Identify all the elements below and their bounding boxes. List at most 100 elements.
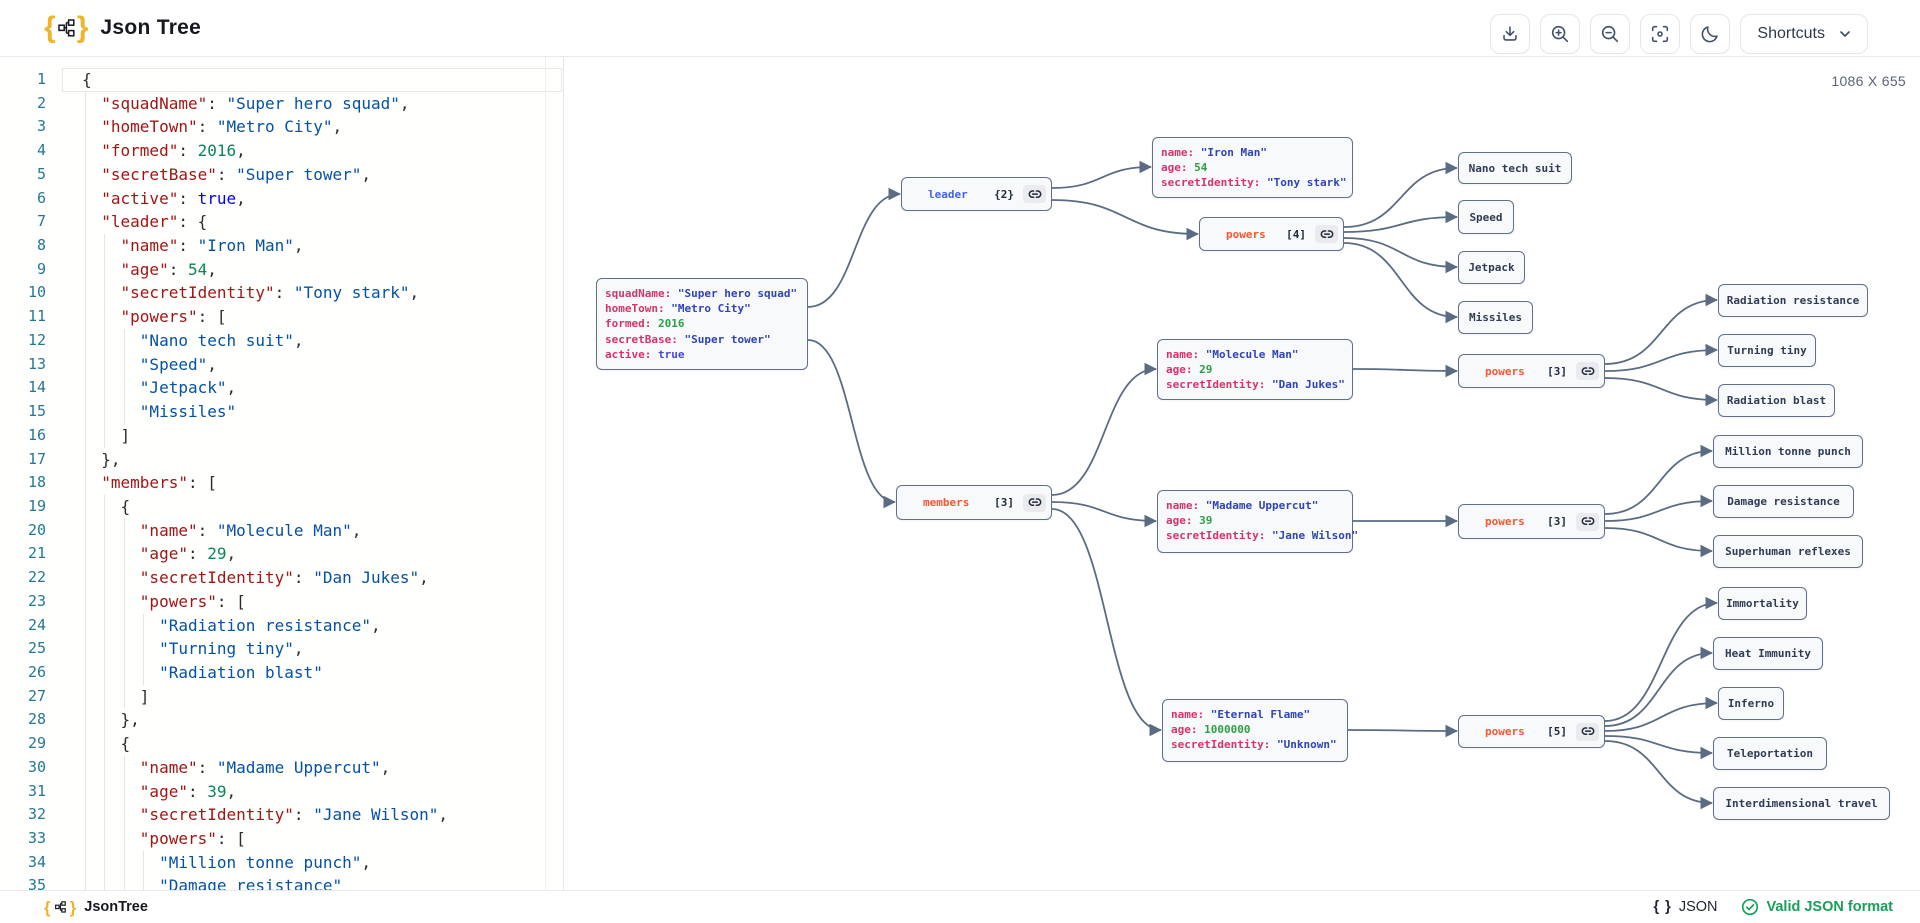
indent-guide-line <box>104 660 106 685</box>
indent-guide-line <box>85 423 86 448</box>
indent-guide-line <box>85 660 86 685</box>
node-row: secretIdentity: "Tony stark" <box>1161 176 1347 190</box>
editor-line: 17 }, <box>0 447 563 472</box>
indent-guide-line <box>85 494 86 519</box>
line-number: 17 <box>27 449 46 468</box>
node-leaf[interactable]: Turning tiny <box>1718 334 1816 367</box>
node-members[interactable]: members[3] <box>896 485 1052 520</box>
link-icon <box>1320 229 1333 238</box>
node-row: secretIdentity: "Unknown" <box>1171 738 1337 752</box>
json-editor[interactable]: 1{2 "squadName": "Super hero squad",3 "h… <box>0 57 563 890</box>
node-leaf[interactable]: Inferno <box>1718 687 1784 720</box>
node-leaf[interactable]: Radiation blast <box>1718 384 1835 417</box>
code-text: "formed": 2016, <box>101 141 246 161</box>
indent-guide-line <box>104 518 106 543</box>
indent-guide-line <box>104 328 106 353</box>
leaf-text: Turning tiny <box>1727 344 1807 357</box>
graph-edge <box>1343 210 1458 233</box>
node-leaf[interactable]: Speed <box>1458 200 1514 234</box>
node-leaf[interactable]: Million tonne punch <box>1713 435 1863 468</box>
graph-edge <box>1347 724 1458 738</box>
editor-line: 25 "Turning tiny", <box>0 637 563 661</box>
node-leaf[interactable]: Heat Immunity <box>1713 637 1823 670</box>
code-text: "secretBase": "Super tower", <box>101 164 371 184</box>
collapse-link-button[interactable] <box>1023 493 1046 512</box>
editor-line: 4 "formed": 2016, <box>0 139 563 163</box>
node-leaf[interactable]: Damage resistance <box>1713 485 1854 518</box>
indent-guide-line <box>104 850 106 875</box>
node-powers-molecule[interactable]: powers[3] <box>1458 354 1605 388</box>
line-number: 11 <box>27 307 46 326</box>
editor-line: 27 ] <box>0 684 563 709</box>
format-indicator[interactable]: { } JSON <box>1653 899 1717 915</box>
collapse-link-button[interactable] <box>1023 185 1046 203</box>
editor-line: 9 "age": 54, <box>0 257 563 282</box>
graph-edge <box>1604 377 1718 407</box>
shortcuts-dropdown[interactable]: Shortcuts <box>1740 14 1868 54</box>
leaf-text: Immortality <box>1726 597 1799 610</box>
editor-line: 35 "Damage resistance" <box>0 874 563 890</box>
indent-guide-line <box>85 257 86 282</box>
zoom-in-button[interactable] <box>1540 14 1581 54</box>
node-leaf[interactable]: Radiation resistance <box>1718 284 1868 317</box>
node-leaf[interactable]: Teleportation <box>1713 737 1827 770</box>
line-number: 29 <box>27 734 46 753</box>
line-number: 20 <box>27 520 46 539</box>
indent-guide-line <box>123 637 125 661</box>
indent-guide-line <box>85 234 86 258</box>
link-icon <box>1581 366 1594 375</box>
indent-guide-line <box>85 281 86 306</box>
indent-guide-line <box>85 589 86 614</box>
download-button[interactable] <box>1490 14 1531 54</box>
node-powers-leader[interactable]: powers[4] <box>1199 217 1344 251</box>
node-powers-madame[interactable]: powers[3] <box>1458 504 1605 539</box>
code-text: "secretIdentity": "Dan Jukes", <box>139 568 429 588</box>
line-number: 31 <box>27 781 46 800</box>
graph-canvas[interactable]: squadName: "Super hero squad"homeTown: "… <box>563 57 1920 890</box>
editor-line: 7 "leader": { <box>0 210 563 235</box>
focus-view-button[interactable] <box>1640 14 1681 54</box>
editor-line: 15 "Missiles" <box>0 400 563 424</box>
indent-guide-line <box>85 518 86 543</box>
indent-guide-line <box>123 827 125 851</box>
node-leaf[interactable]: Superhuman reflexes <box>1713 535 1863 568</box>
node-leader[interactable]: leader{2} <box>901 177 1052 211</box>
leaf-text: Heat Immunity <box>1724 647 1812 660</box>
node-label: powers <box>1485 515 1525 528</box>
editor-line: 22 "secretIdentity": "Dan Jukes", <box>0 566 563 590</box>
line-number: 23 <box>27 591 46 610</box>
editor-line: 2 "squadName": "Super hero squad", <box>0 91 563 116</box>
code-text: ] <box>139 686 150 706</box>
collapse-link-button[interactable] <box>1576 512 1599 531</box>
editor-line: 8 "name": "Iron Man", <box>0 234 563 258</box>
nodes-layer: squadName: "Super hero squad"homeTown: "… <box>564 57 1920 890</box>
node-leaf[interactable]: Interdimensional travel <box>1713 787 1890 820</box>
node-leaf[interactable]: Nano tech suit <box>1458 152 1572 184</box>
indent-guide-line <box>85 376 86 401</box>
dark-mode-button[interactable] <box>1690 14 1731 54</box>
code-text: }, <box>120 710 140 730</box>
code-text: ] <box>120 425 131 445</box>
node-leaf[interactable]: Jetpack <box>1458 251 1525 284</box>
indent-guide-line <box>104 874 106 890</box>
node-leaf[interactable]: Missiles <box>1458 301 1533 334</box>
indent-guide-line <box>85 471 86 495</box>
zoom-out-button[interactable] <box>1590 14 1631 54</box>
editor-line: 28 }, <box>0 708 563 733</box>
node-root[interactable]: squadName: "Super hero squad"homeTown: "… <box>596 278 808 370</box>
collapse-link-button[interactable] <box>1315 225 1338 243</box>
node-powers-eternal[interactable]: powers[5] <box>1458 715 1605 748</box>
editor-scrollbar[interactable] <box>545 57 546 890</box>
node-leaf[interactable]: Immortality <box>1718 587 1807 620</box>
collapse-link-button[interactable] <box>1576 362 1599 380</box>
statusbar-right: { } JSON Valid JSON format <box>1653 898 1893 916</box>
collapse-link-button[interactable] <box>1576 722 1599 741</box>
leaf-text: Million tonne punch <box>1725 445 1851 458</box>
code-text: "age": 54, <box>120 259 217 279</box>
code-text: "Radiation resistance", <box>159 615 381 635</box>
